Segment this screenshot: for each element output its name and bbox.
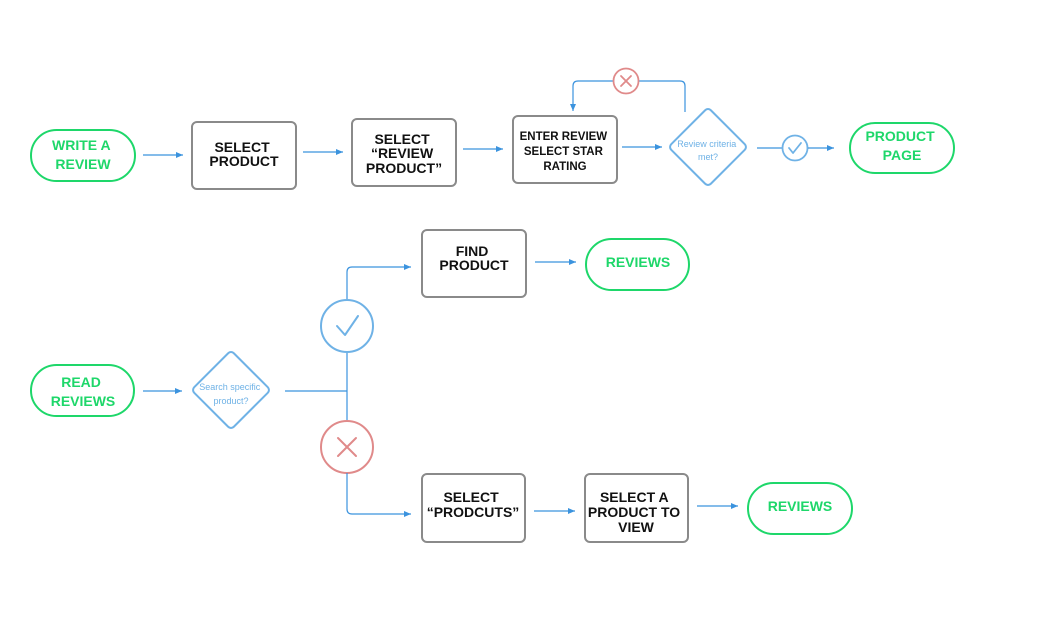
decision-search-specific: Search specific product? xyxy=(192,351,270,429)
cross-icon xyxy=(320,420,374,474)
svg-text:PRODUCT PAGE: PRODUCT PAGE xyxy=(865,128,938,163)
svg-text:Review criteria met?: Review criteria met? xyxy=(677,139,739,162)
svg-text:REVIEWS: REVIEWS xyxy=(768,498,833,514)
check-icon xyxy=(320,299,374,353)
process-select-review-product-line-3: PRODUCT” xyxy=(366,160,442,176)
decision-search-specific-line-1: Search specific xyxy=(199,382,261,392)
svg-text:SELECT “REVIEW: SELECT “REVIEW PRODUCT” xyxy=(366,131,442,176)
terminal-read-reviews-line-1: READ xyxy=(61,374,101,390)
svg-text:FIND PRODUCT: FIND PRODUCT xyxy=(439,243,509,273)
terminal-read-reviews-line-2: REVIEWS xyxy=(51,393,116,409)
process-select-product-line-1: SELECT xyxy=(214,139,270,155)
terminal-product-page: PRODUCT PAGE xyxy=(849,122,955,174)
connector-no-branch xyxy=(346,473,411,517)
terminal-write-a-review-line-1: WRITE A xyxy=(52,137,110,153)
svg-text:REVIEWS: REVIEWS xyxy=(606,254,671,270)
terminal-product-page-line-1: PRODUCT xyxy=(865,128,935,144)
process-enter-review-line-1: ENTER REVIEW xyxy=(520,131,608,143)
process-find-product-line-2: PRODUCT xyxy=(439,257,509,273)
cross-icon xyxy=(612,67,640,95)
svg-text:READ REVIEWS: READ REVIEWS xyxy=(51,374,116,409)
process-select-review-product: SELECT “REVIEW PRODUCT” xyxy=(351,118,457,187)
terminal-write-a-review-line-2: REVIEW xyxy=(55,156,111,172)
decision-search-specific-line-2: product? xyxy=(213,396,248,406)
process-select-product: SELECT PRODUCT xyxy=(191,121,297,190)
terminal-read-reviews: READ REVIEWS xyxy=(30,364,135,417)
svg-text:SELECT A PRODUCT TO: SELECT A PRODUCT TO VIEW xyxy=(588,489,684,535)
decision-review-criteria-line-1: Review criteria xyxy=(677,139,736,149)
process-find-product-line-1: FIND xyxy=(456,243,489,259)
process-enter-review-line-3: RATING xyxy=(543,161,586,173)
process-select-prodcuts-line-2: “PRODCUTS” xyxy=(427,504,520,520)
decision-review-criteria-line-2: met? xyxy=(698,152,718,162)
check-icon xyxy=(781,134,809,162)
terminal-reviews-no: REVIEWS xyxy=(747,482,853,535)
flow-write-review: WRITE A REVIEW SELECT PRODUCT SELECT “RE… xyxy=(30,67,955,190)
terminal-reviews-yes-label: REVIEWS xyxy=(606,254,671,270)
svg-text:WRITE A REVIEW: WRITE A REVIEW xyxy=(52,137,114,172)
process-select-prodcuts-line-1: SELECT xyxy=(443,489,499,505)
decision-review-criteria: Review criteria met? xyxy=(669,108,747,186)
terminal-write-a-review: WRITE A REVIEW xyxy=(30,129,136,182)
terminal-product-page-line-2: PAGE xyxy=(883,147,922,163)
svg-text:ENTER REVIEW SELECT ST: ENTER REVIEW SELECT STAR RATING xyxy=(520,131,611,173)
svg-text:SELECT PRODUCT: SELECT PRODUCT xyxy=(209,139,279,169)
terminal-reviews-yes: REVIEWS xyxy=(585,238,690,291)
process-select-prodcuts: SELECT “PRODCUTS” xyxy=(421,473,526,543)
process-select-a-product-to-view-line-3: VIEW xyxy=(618,519,655,535)
terminal-reviews-no-label: REVIEWS xyxy=(768,498,833,514)
process-enter-review: ENTER REVIEW SELECT STAR RATING xyxy=(512,115,618,184)
process-select-review-product-line-1: SELECT xyxy=(374,131,430,147)
process-select-a-product-to-view: SELECT A PRODUCT TO VIEW xyxy=(584,473,689,543)
process-select-review-product-line-2: “REVIEW xyxy=(371,145,434,161)
process-select-a-product-to-view-line-2: PRODUCT TO xyxy=(588,504,680,520)
process-select-product-line-2: PRODUCT xyxy=(209,153,279,169)
process-find-product: FIND PRODUCT xyxy=(421,229,527,298)
svg-text:SELECT “PRODCUTS”: SELECT “PRODCUTS” xyxy=(427,489,520,520)
process-select-a-product-to-view-line-1: SELECT A xyxy=(600,489,669,505)
svg-text:Search specific produc: Search specific product? xyxy=(199,382,263,406)
flow-read-reviews: READ REVIEWS Search specific product? FI… xyxy=(30,229,853,543)
connector-yes-branch xyxy=(346,264,411,300)
process-enter-review-line-2: SELECT STAR xyxy=(524,146,604,158)
